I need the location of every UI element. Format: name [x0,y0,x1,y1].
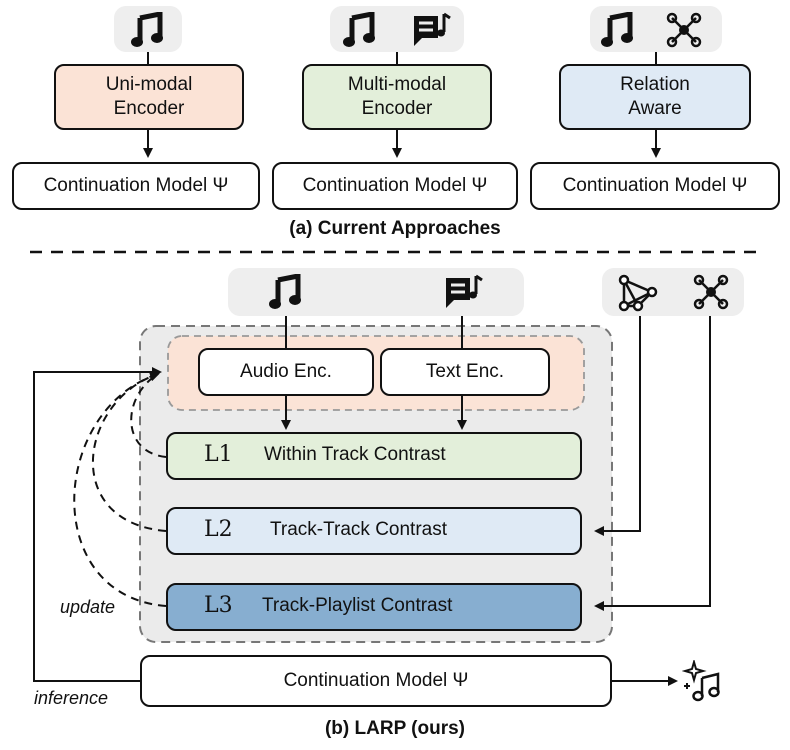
music-note-icon [269,274,301,309]
continuation-model-multi: Continuation Model Ψ [272,162,518,210]
loss-l3-id: L3 [204,593,233,618]
graph-icon [693,274,729,310]
music-note-icon [601,12,633,47]
loss-l1-label: Within Track Contrast [264,444,446,465]
continuation-model-uni: Continuation Model Ψ [12,162,260,210]
loss-l1-id: L1 [204,442,233,467]
graph-icon [666,12,702,48]
icon-pill-uni [114,6,182,52]
text-encoder: Text Enc. [380,348,550,396]
sparkle-music-icon [682,660,720,702]
loss-l3-label: Track-Playlist Contrast [262,595,453,616]
music-note-icon [131,12,163,47]
inference-label: inference [34,688,109,708]
loss-l3-box [166,583,582,631]
loss-l2-label: Track-Track Contrast [270,519,448,540]
lyrics-icon [414,12,451,46]
update-label: update [60,597,116,617]
lyrics-icon [446,274,483,308]
playlist-graph-icon [618,274,658,312]
relation-aware-encoder: Relation Aware [559,64,751,130]
caption-larp: (b) LARP (ours) [324,718,466,739]
continuation-model-larp: Continuation Model Ψ [140,655,612,707]
multi-modal-encoder: Multi-modal Encoder [302,64,492,130]
uni-modal-encoder: Uni-modal Encoder [54,64,244,130]
loss-l1-box [166,432,582,480]
music-note-icon [343,12,375,47]
continuation-model-relation: Continuation Model Ψ [530,162,780,210]
loss-l2-box [166,507,582,555]
loss-l2-id: L2 [204,517,233,542]
caption-current-approaches: (a) Current Approaches [289,218,501,239]
audio-encoder: Audio Enc. [198,348,374,396]
